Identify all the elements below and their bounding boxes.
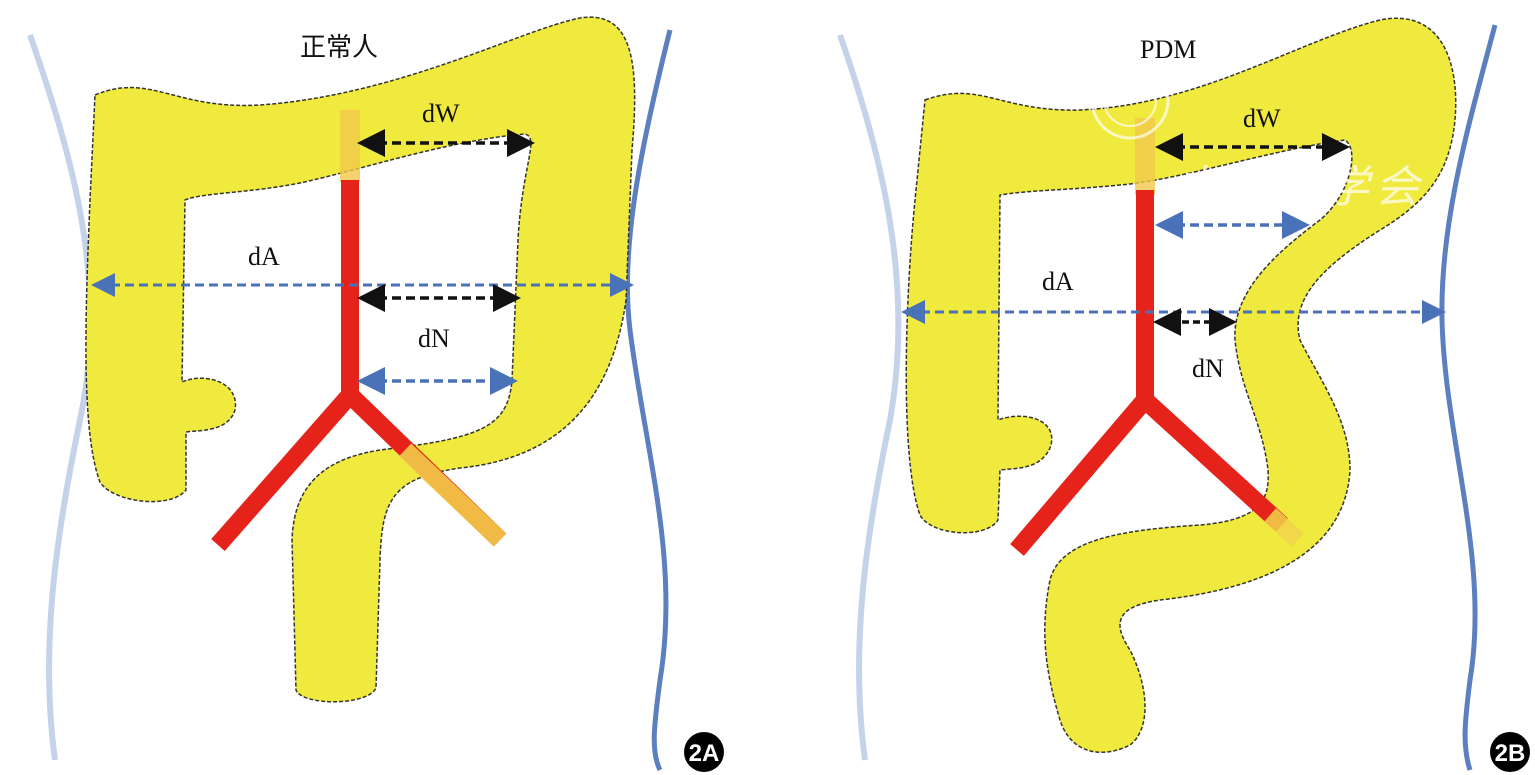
body-outline-right xyxy=(624,29,673,772)
label-da: dA xyxy=(248,242,280,271)
body-outline-left xyxy=(27,34,94,761)
colon xyxy=(85,16,636,703)
badge-circle xyxy=(1490,732,1530,772)
vessel-lower-faint xyxy=(1264,508,1304,547)
mesenteric-vessel xyxy=(1010,190,1289,556)
panel-2b: PDM dW dA dN 中华医学会 2B xyxy=(837,17,1530,772)
label-dn: dN xyxy=(418,324,450,353)
vessel-lower-faint xyxy=(398,443,507,547)
panel-title: PDM xyxy=(1140,35,1196,64)
label-dw: dW xyxy=(422,99,460,128)
panel-badge: 2A xyxy=(689,740,720,767)
label-da: dA xyxy=(1042,267,1074,296)
watermark-seal-icon xyxy=(1090,60,1170,140)
panel-2a: 正常人 dW dA dN 2A xyxy=(27,16,724,772)
watermark: 中华医学会 xyxy=(1175,162,1425,213)
label-dw: dW xyxy=(1243,104,1281,133)
body-outline-right xyxy=(1439,24,1498,771)
panel-badge: 2B xyxy=(1495,740,1526,767)
panel-title: 正常人 xyxy=(300,33,378,62)
colon xyxy=(905,17,1457,754)
body-outline-left xyxy=(837,34,902,761)
badge-circle xyxy=(684,732,724,772)
label-dn: dN xyxy=(1192,354,1224,383)
